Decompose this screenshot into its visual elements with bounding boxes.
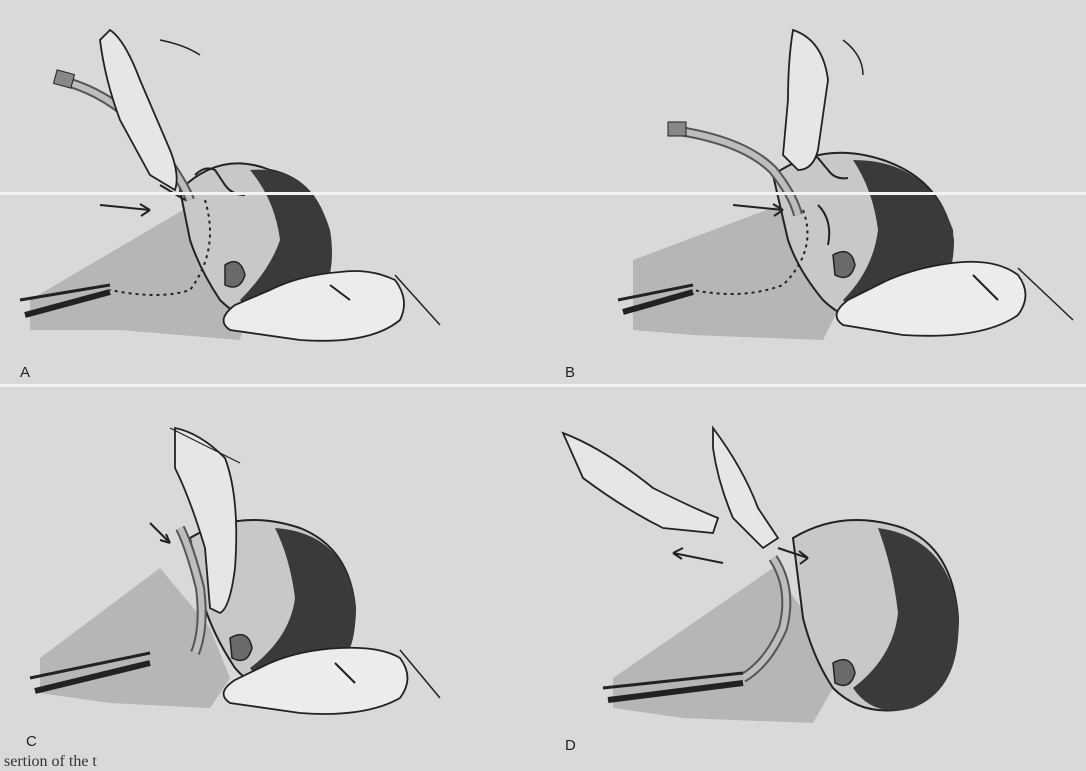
scan-band-1 [0, 192, 1086, 195]
panel-d: D [543, 388, 1086, 753]
panel-a-label: A [20, 364, 30, 381]
scan-band-2 [0, 384, 1086, 387]
panel-c-illustration [0, 388, 540, 753]
panel-c: C [0, 388, 540, 753]
panel-b-label: B [565, 364, 575, 381]
figure-caption-fragment: sertion of the t [4, 753, 97, 771]
panel-d-label: D [565, 737, 576, 753]
panel-d-illustration [543, 388, 1086, 753]
panel-c-label: C [26, 733, 37, 750]
